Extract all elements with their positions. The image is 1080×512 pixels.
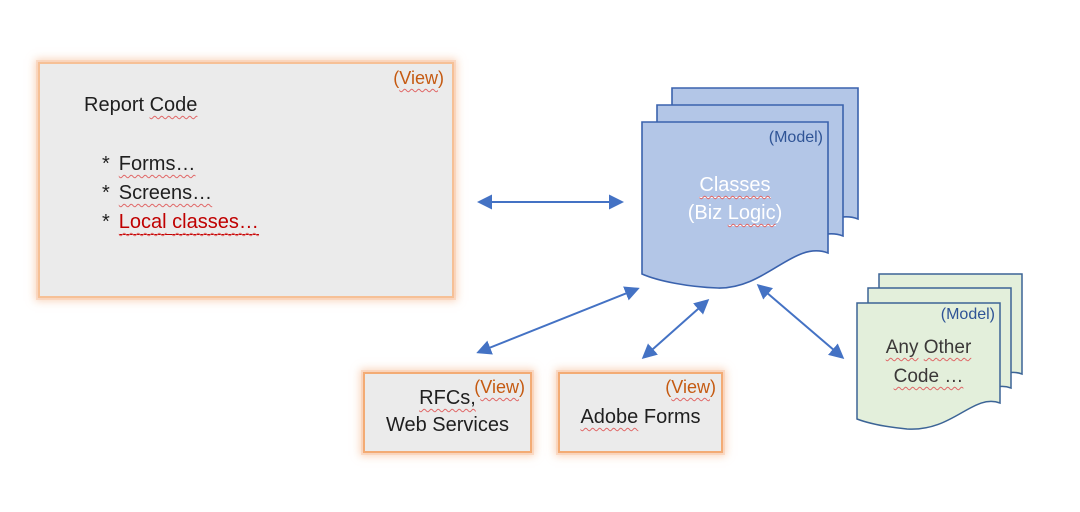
report-bullet-list: * Forms… * Screens… * Local classes… [102,150,259,237]
bullet-marker: * [102,182,110,204]
word-web-services: Web Services [385,414,509,436]
adobe-forms-box: (View) Adobe Forms [558,372,723,453]
bullet-marker: * [102,211,110,233]
bullet-screens-label: Screens… [118,182,213,204]
tag-paren: ) [519,377,525,397]
bullet-local-classes: * Local classes… [102,208,259,237]
word-classes: Classes [699,174,771,196]
tag-paren: ( [393,68,400,88]
tag-paren: ) [775,202,783,224]
tag-word: View [671,377,710,397]
tag-paren: ( [768,129,775,146]
rfc-view-tag: (View) [474,377,525,397]
adobe-forms-label: Adobe Forms [560,406,721,429]
any-other-code-stack [856,273,1023,430]
tag-paren: ( [940,306,947,323]
tag-paren: ) [989,306,995,323]
tag-paren: ) [817,129,823,146]
word-biz: (Biz [687,202,723,224]
tag-paren: ) [438,68,444,88]
bullet-forms: * Forms… [102,150,259,179]
report-title-plain: Report [84,94,145,116]
tag-word: View [480,377,519,397]
bullet-forms-label: Forms… [118,153,196,175]
word-rfcs: RFCs, [419,387,476,409]
bullet-marker: * [102,153,110,175]
arrow-classes-rfc [476,286,640,355]
any-other-code-label: Any Other Code … [857,333,1000,391]
classes-label: Classes (Biz Logic) [642,171,828,227]
classes-line1: Classes [699,174,771,198]
word-code: Code … [893,366,964,387]
word-adobe: Adobe [580,406,639,428]
tag-word: Model [946,306,990,323]
rfc-label: RFCs, Web Services [365,385,530,439]
word-other: Other [923,337,972,358]
word-forms: Forms [643,406,701,428]
word-logic-underline: Logic [727,202,776,226]
arrow-classes-adobe [641,299,710,359]
tag-paren: ( [474,377,481,397]
word-logic: Logic [727,202,776,224]
word-classes: classes… [172,211,259,233]
bullet-screens: * Screens… [102,179,259,208]
report-title: Report Code [84,94,197,117]
tag-word: Model [774,129,818,146]
report-code-box: (View) Report Code * Forms… * Screens… * Lo… [38,62,454,298]
tag-paren: ) [710,377,716,397]
arrow-classes-other [756,284,845,359]
tag-word: View [399,68,438,88]
classes-stack [641,87,859,289]
bullet-local-classes-label: Local classes… [118,211,259,235]
report-title-wavy: Code [149,94,198,116]
word-any: Any [885,337,919,358]
word-local: Local [118,211,167,233]
classes-doc-front [641,121,829,289]
report-view-tag: (View) [393,68,444,88]
rfc-box: (View) RFCs, Web Services [363,372,532,453]
classes-model-tag: (Model) [642,129,823,147]
other-model-tag: (Model) [857,306,995,324]
tag-paren: ( [665,377,672,397]
other-doc-front [856,302,1001,430]
adobe-view-tag: (View) [665,377,716,397]
